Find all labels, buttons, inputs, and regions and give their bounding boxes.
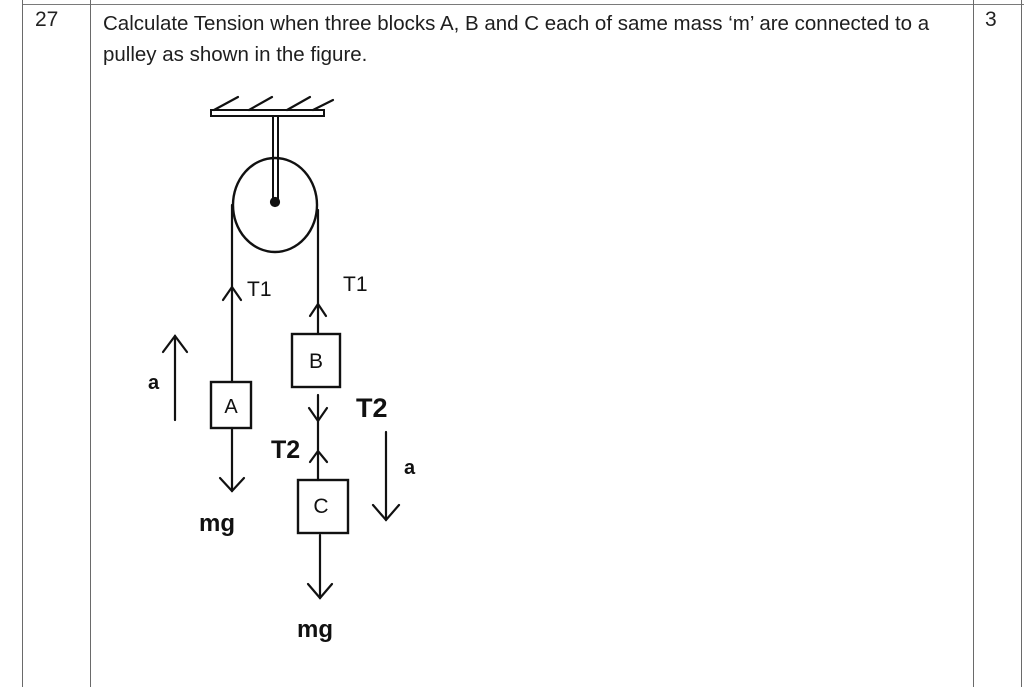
- ceiling-support: [210, 95, 335, 117]
- weight-c-label: mg: [297, 616, 333, 643]
- marks-column-divider: [973, 0, 974, 687]
- accel-left-label: a: [148, 372, 160, 394]
- table-top-border: [22, 4, 1024, 5]
- t1-left-arrow-icon: [221, 285, 243, 302]
- t2-right-label: T2: [356, 393, 388, 423]
- t1-left-label: T1: [247, 278, 272, 301]
- table-right-border: [1021, 0, 1022, 687]
- table-left-border: [22, 0, 23, 687]
- t2-up-arrow-icon: [308, 449, 329, 464]
- block-b: [290, 332, 342, 389]
- t1-right-label: T1: [343, 273, 368, 296]
- t2-middle-label: T2: [271, 436, 300, 464]
- block-c-label: C: [313, 495, 328, 518]
- block-a-label: A: [224, 396, 238, 418]
- block-b-label: B: [309, 350, 323, 373]
- t2-down-arrow-icon: [307, 406, 329, 423]
- accel-down-arrow-icon: [371, 503, 401, 522]
- accel-up-arrow-icon: [161, 334, 189, 354]
- accel-right-label: a: [404, 457, 416, 479]
- block-c: [296, 478, 350, 535]
- weight-c-arrow-icon: [306, 582, 334, 600]
- question-marks: 3: [985, 8, 997, 31]
- number-column-divider: [90, 0, 91, 687]
- pulley-axle: [269, 196, 281, 208]
- weight-a-arrow-icon: [218, 476, 246, 493]
- t1-right-arrow-icon: [308, 302, 328, 318]
- question-text: Calculate Tension when three blocks A, B…: [103, 12, 930, 66]
- weight-a-label: mg: [199, 510, 235, 537]
- question-number: 27: [35, 8, 59, 31]
